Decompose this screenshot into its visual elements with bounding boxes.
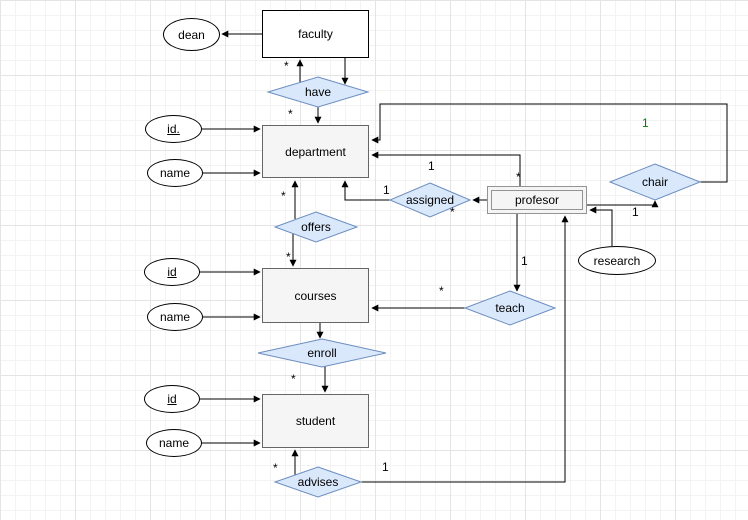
attribute-student-name-label: name bbox=[158, 436, 190, 450]
entity-profesor-label: profesor bbox=[514, 193, 560, 207]
connector-chair-department bbox=[371, 103, 728, 183]
attribute-courses-id-label: id bbox=[167, 265, 177, 279]
attribute-research[interactable]: research bbox=[578, 246, 656, 275]
attribute-courses-id[interactable]: id bbox=[144, 258, 200, 286]
relationship-advises-label: advises bbox=[297, 475, 339, 489]
relationship-enroll-label: enroll bbox=[307, 346, 337, 360]
entity-courses[interactable]: courses bbox=[262, 268, 369, 323]
attribute-department-id-label: id. bbox=[167, 122, 180, 136]
relationship-chair-label: chair bbox=[641, 175, 668, 189]
connector-profesor-department bbox=[371, 151, 521, 186]
entity-student[interactable]: student bbox=[262, 394, 369, 448]
cardinality-enroll-student: * bbox=[291, 372, 296, 386]
relationship-advises[interactable]: advises bbox=[275, 467, 361, 497]
relationship-enroll[interactable]: enroll bbox=[258, 339, 386, 367]
diamond-shape bbox=[465, 291, 555, 325]
cardinality-offers-courses: * bbox=[286, 250, 291, 264]
attribute-student-name[interactable]: name bbox=[146, 429, 202, 457]
connector-research-profesor bbox=[589, 206, 613, 246]
diamond-shape bbox=[390, 183, 470, 217]
connector-advises-profesor bbox=[361, 215, 569, 483]
relationship-assigned[interactable]: assigned bbox=[390, 183, 470, 217]
attribute-department-name-label: name bbox=[159, 166, 191, 180]
relationship-teach[interactable]: teach bbox=[465, 291, 555, 325]
connector-assigned-department bbox=[341, 180, 390, 201]
cardinality-assigned-department: 1 bbox=[383, 183, 390, 197]
entity-profesor-inner-box: profesor bbox=[491, 190, 583, 210]
entity-student-label: student bbox=[295, 414, 336, 428]
attribute-dean[interactable]: dean bbox=[163, 18, 220, 51]
relationship-offers[interactable]: offers bbox=[275, 212, 357, 242]
cardinality-profesor-chair: 1 bbox=[632, 205, 639, 219]
attribute-student-id[interactable]: id bbox=[144, 385, 200, 413]
cardinality-teach-courses: * bbox=[439, 284, 444, 298]
cardinality-profesor-department: * bbox=[516, 170, 521, 184]
relationship-have-label: have bbox=[304, 85, 332, 99]
entity-faculty-label: faculty bbox=[298, 27, 333, 41]
entity-faculty[interactable]: faculty bbox=[262, 10, 369, 58]
attribute-dean-label: dean bbox=[178, 27, 205, 42]
diamond-shape bbox=[275, 212, 357, 242]
cardinality-assigned-profesor: * bbox=[450, 205, 455, 219]
entity-department[interactable]: department bbox=[262, 125, 369, 178]
cardinality-chair-department: 1 bbox=[642, 116, 649, 130]
relationship-assigned-label: assigned bbox=[405, 193, 455, 207]
cardinality-have-department: * bbox=[288, 107, 293, 121]
diamond-shape bbox=[268, 77, 368, 107]
diamond-shape bbox=[258, 339, 386, 367]
cardinality-profesor-teach: 1 bbox=[521, 254, 528, 268]
attribute-research-label: research bbox=[593, 253, 641, 268]
cardinality-faculty-have: * bbox=[284, 59, 289, 73]
attribute-department-id[interactable]: id. bbox=[145, 115, 202, 143]
entity-courses-label: courses bbox=[294, 288, 337, 303]
relationship-chair[interactable]: chair bbox=[610, 164, 700, 200]
attribute-courses-name[interactable]: name bbox=[147, 303, 203, 331]
diamond-shape bbox=[275, 467, 361, 497]
cardinality-advises-student: * bbox=[273, 461, 278, 475]
cardinality-advises-profesor: 1 bbox=[382, 460, 389, 474]
attribute-student-id-label: id bbox=[167, 392, 177, 406]
attribute-department-name[interactable]: name bbox=[147, 159, 203, 187]
relationship-have[interactable]: have bbox=[268, 77, 368, 107]
entity-profesor[interactable]: profesor bbox=[487, 186, 587, 214]
attribute-courses-name-label: name bbox=[159, 310, 191, 324]
relationship-offers-label: offers bbox=[301, 220, 331, 234]
cardinality-department-offers: * bbox=[281, 189, 286, 203]
relationship-teach-label: teach bbox=[495, 301, 525, 315]
connector-profesor-chair bbox=[587, 200, 659, 208]
entity-department-label: department bbox=[285, 144, 346, 159]
cardinality-department-profesor: 1 bbox=[428, 159, 435, 173]
diamond-shape bbox=[610, 164, 700, 200]
